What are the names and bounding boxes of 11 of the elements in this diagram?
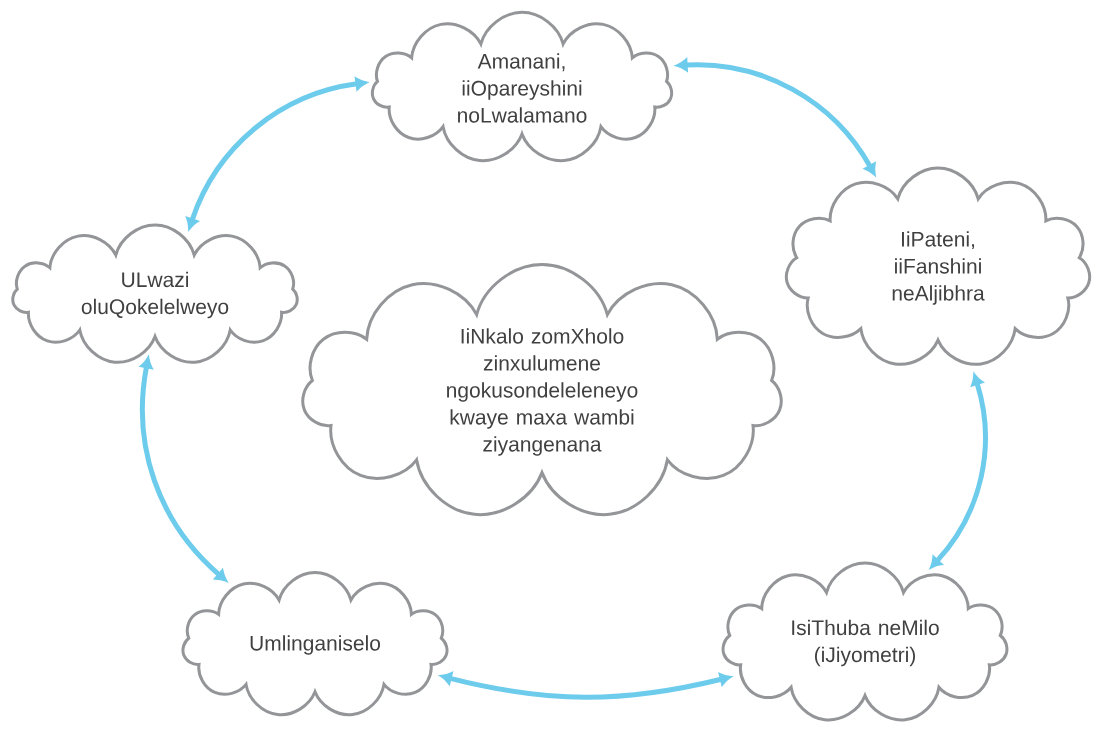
cloud: IiNkalo zomXholo zinxulumene ngokusondeleleneyo kwaye maxa wambi ziyangenana [301, 263, 783, 517]
cloud: IsiThuba neMilo (iJiyometri) [721, 561, 1009, 722]
arrow [676, 58, 876, 176]
arrow [930, 373, 988, 569]
arrow [186, 77, 367, 230]
cloud: IiPateni, iiFanshini neAljibhra [784, 166, 1092, 366]
cloud: Umlinganiselo [181, 571, 449, 717]
arrow [440, 672, 732, 700]
cloud: ULwazi oluQokelelweyo [11, 223, 299, 364]
arrow [139, 357, 227, 582]
cloud: Amanani, iiOpareyshini noLwalamano [370, 10, 674, 163]
